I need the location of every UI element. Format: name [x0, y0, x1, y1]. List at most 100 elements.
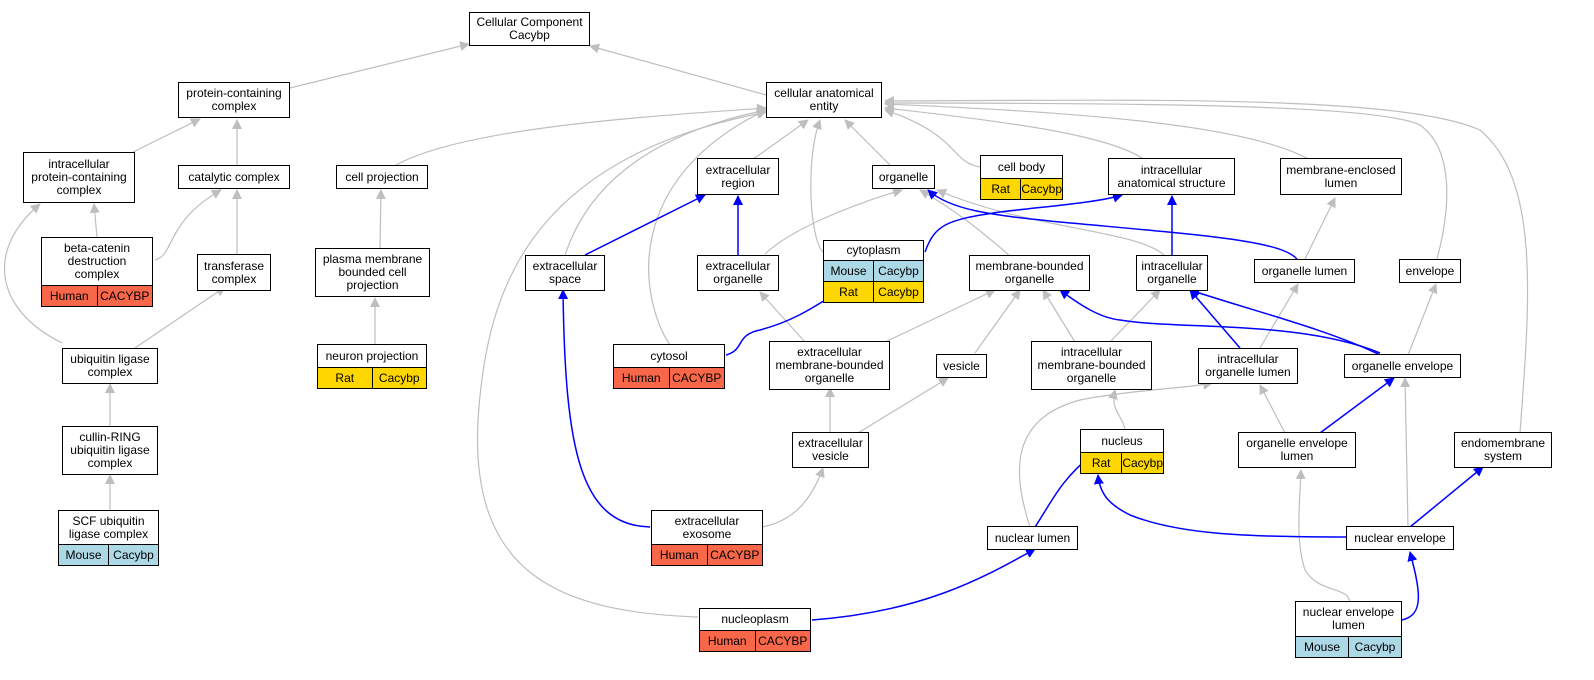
edge-intorg-organelle [936, 188, 1166, 257]
edge-nucleoplasm-cae [476, 108, 767, 618]
node-ubiquitin-ligase-complex: ubiquitin ligase complex [62, 348, 158, 384]
gene-cell: Cacybp [873, 261, 923, 281]
edge-nucenv-nucleus [1093, 474, 1347, 538]
edge-bcat-catc [154, 189, 222, 261]
node-label: catalytic complex [188, 169, 280, 184]
edge-pcc-root [289, 41, 470, 89]
node-label: membrane-bounded organelle [975, 259, 1084, 286]
node-extracellular-organelle: extracellular organelle [697, 255, 779, 291]
edge-envelope-cae [884, 98, 1448, 260]
node-label: extracellular organelle [705, 259, 771, 286]
gene-cell: Cacybp [873, 282, 923, 302]
edge-oel-iol [1259, 384, 1286, 434]
node-label: extracellular membrane-bounded organelle [775, 345, 884, 385]
node-root: Cellular Component Cacybp [469, 12, 590, 46]
node-label: intracellular organelle [1141, 259, 1203, 286]
node-label: cell body [997, 159, 1046, 174]
edge-ipcc-pcc [132, 118, 201, 153]
edge-cytosol-cae [648, 109, 767, 346]
edge-excspace-excreg [584, 194, 706, 256]
species-cell: Human [614, 368, 669, 388]
edge-ulc-transf [131, 286, 226, 351]
node-extracellular-vesicle: extracellular vesicle [792, 432, 869, 468]
species-cell: Mouse [1296, 637, 1348, 657]
edge-excves-vesicle [857, 377, 949, 434]
edge-cproj-cae [395, 103, 767, 166]
node-label: nuclear envelope [1354, 530, 1446, 545]
edge-nuclumen-iol [1018, 380, 1213, 528]
node-catalytic-complex: catalytic complex [178, 165, 290, 189]
edge-bcat-ipcc [89, 203, 100, 238]
gene-cell: Cacybp [1348, 637, 1401, 657]
gene-cell: Cacybp [371, 368, 426, 388]
node-intracellular-membrane-bounded-organelle: intracellular membrane-bounded organelle [1031, 341, 1152, 390]
node-label: nuclear lumen [994, 530, 1071, 545]
edge-cytoplasm-cae [810, 119, 824, 253]
edge-imbo-intorg [1109, 289, 1161, 343]
edge-orgenv-intorg [1189, 288, 1381, 356]
edge-orglumen-mel [1304, 197, 1336, 260]
node-label: Cellular Component Cacybp [476, 15, 583, 42]
node-transferase-complex: transferase complex [197, 254, 271, 291]
node-nuclear-lumen: nuclear lumen [987, 526, 1078, 550]
node-label: transferase complex [203, 258, 265, 286]
node-label: organelle envelope [1351, 358, 1454, 373]
edge-imbo-mbo [1042, 289, 1076, 343]
node-label: nuclear envelope lumen [1302, 605, 1395, 632]
species-cell: Rat [981, 179, 1021, 199]
gene-cell: Cacybp [1121, 453, 1163, 473]
node-label: organelle lumen [1261, 263, 1348, 278]
node-organelle: organelle [872, 165, 935, 189]
node-envelope: envelope [1399, 259, 1461, 283]
node-vesicle: vesicle [936, 354, 987, 378]
node-membrane-enclosed-lumen: membrane-enclosed lumen [1280, 158, 1402, 195]
edge-nel-oel [1295, 469, 1351, 605]
node-label: vesicle [943, 358, 980, 373]
node-intracellular-anatomical-structure: intracellular anatomical structure [1108, 158, 1235, 195]
node-label: cytosol [650, 348, 688, 363]
edge-cellbody-cae [884, 108, 981, 168]
node-plasma-membrane-bounded-cell-projection: plasma membrane bounded cell projection [315, 248, 430, 297]
species-cell: Human [700, 631, 755, 651]
node-organelle-lumen: organelle lumen [1254, 259, 1355, 283]
node-label: organelle envelope lumen [1246, 436, 1348, 463]
node-extracellular-region: extracellular region [697, 158, 779, 195]
gene-cell: CACYBP [668, 368, 724, 388]
node-label: intracellular organelle lumen [1205, 352, 1291, 379]
node-label: intracellular protein-containing complex [31, 157, 127, 197]
edge-nucleus-imbo [1107, 389, 1126, 430]
node-cellular-anatomical-entity: cellular anatomical entity [766, 82, 882, 118]
node-label: membrane-enclosed lumen [1286, 162, 1396, 190]
edge-endo-cae [884, 95, 1529, 434]
node-nuclear-envelope: nuclear envelope [1346, 526, 1454, 550]
edge-cytoplasm-ias [924, 192, 1123, 253]
node-endomembrane-system: endomembrane system [1454, 432, 1552, 468]
node-label: neuron projection [325, 348, 419, 363]
edge-oel-orgenv [1319, 377, 1395, 434]
edge-iol-intorg [1189, 289, 1241, 349]
node-label: nucleoplasm [721, 612, 789, 626]
node-membrane-bounded-organelle: membrane-bounded organelle [969, 255, 1090, 291]
node-label: extracellular vesicle [798, 436, 863, 463]
edge-cae-root [589, 43, 767, 96]
edge-exo-excves [761, 467, 825, 528]
node-label: beta-catenin destruction complex [63, 241, 131, 281]
node-label: plasma membrane bounded cell projection [322, 252, 423, 292]
gene-cell: Cacybp [1020, 179, 1062, 199]
edge-nel-nucenv [1401, 551, 1420, 621]
node-cell-projection: cell projection [336, 165, 428, 189]
node-label: intracellular membrane-bounded organelle [1037, 345, 1146, 385]
edge-embo-excorg [759, 291, 806, 343]
edge-iol-orglumen [1259, 283, 1299, 349]
edge-vesicle-mbo [974, 289, 1021, 354]
edge-excreg-cae [751, 119, 809, 161]
node-extracellular-membrane-bounded-organelle: extracellular membrane-bounded organelle [769, 341, 890, 390]
